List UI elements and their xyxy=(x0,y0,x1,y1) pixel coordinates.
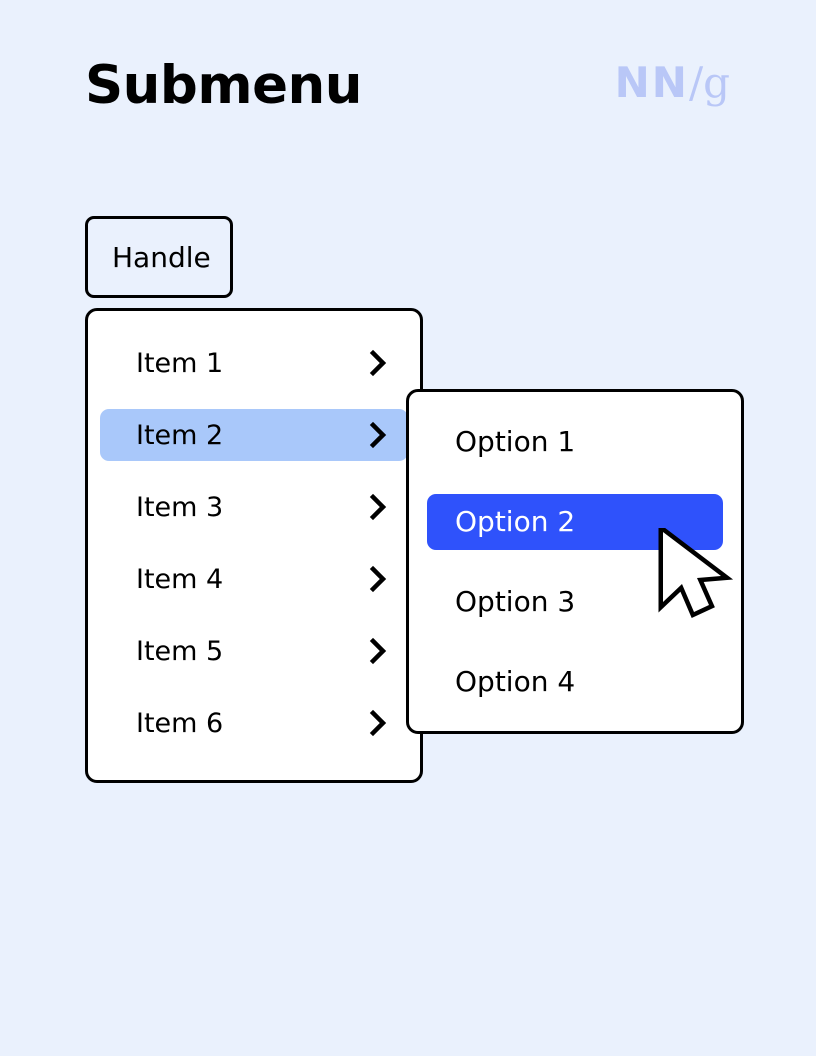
submenu-item-label: Option 3 xyxy=(455,585,576,618)
menu-item-2[interactable]: Item 2 xyxy=(100,409,408,461)
menu-item-label: Item 3 xyxy=(136,491,224,523)
chevron-right-icon xyxy=(369,709,387,737)
submenu-item-option-3[interactable]: Option 3 xyxy=(427,574,723,630)
nng-logo: NN/g xyxy=(615,62,730,104)
submenu-item-label: Option 2 xyxy=(455,505,576,538)
menu-item-3[interactable]: Item 3 xyxy=(100,481,408,533)
menu-item-label: Item 1 xyxy=(136,347,224,379)
chevron-right-icon xyxy=(369,493,387,521)
submenu-item-label: Option 1 xyxy=(455,425,576,458)
menu-item-6[interactable]: Item 6 xyxy=(100,697,408,749)
logo-slash-g-text: /g xyxy=(688,58,730,107)
submenu-item-option-1[interactable]: Option 1 xyxy=(427,414,723,470)
submenu-panel: Option 1 Option 2 Option 3 Option 4 xyxy=(406,389,744,734)
main-menu-panel: Item 1 Item 2 Item 3 Item 4 Item 5 Item … xyxy=(85,308,423,783)
chevron-right-icon xyxy=(369,565,387,593)
menu-item-label: Item 4 xyxy=(136,563,224,595)
menu-item-4[interactable]: Item 4 xyxy=(100,553,408,605)
menu-item-5[interactable]: Item 5 xyxy=(100,625,408,677)
menu-item-label: Item 2 xyxy=(136,419,224,451)
submenu-item-option-4[interactable]: Option 4 xyxy=(427,654,723,710)
chevron-right-icon xyxy=(369,349,387,377)
menu-item-1[interactable]: Item 1 xyxy=(100,337,408,389)
submenu-item-option-2[interactable]: Option 2 xyxy=(427,494,723,550)
logo-nn-text: NN xyxy=(614,58,689,107)
chevron-right-icon xyxy=(369,637,387,665)
handle-button-label: Handle xyxy=(112,240,211,274)
handle-button[interactable]: Handle xyxy=(85,216,233,298)
page-title: Submenu xyxy=(85,55,362,116)
submenu-item-label: Option 4 xyxy=(455,665,576,698)
menu-item-label: Item 6 xyxy=(136,707,224,739)
menu-item-label: Item 5 xyxy=(136,635,224,667)
chevron-right-icon xyxy=(369,421,387,449)
